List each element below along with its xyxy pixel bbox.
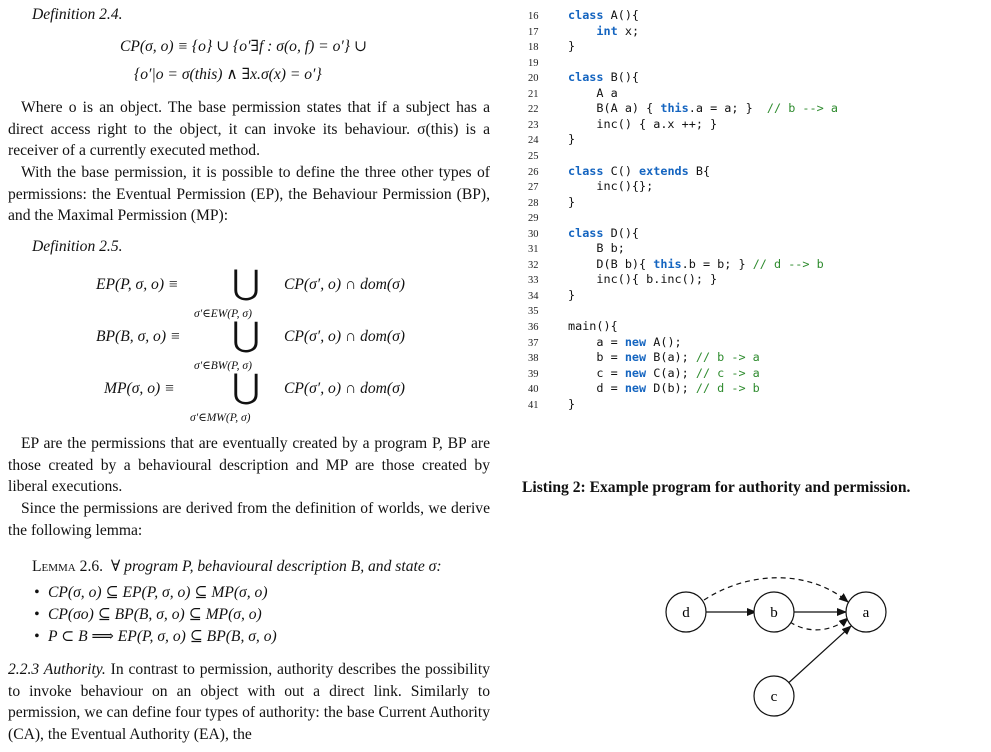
code-line: 27 inc(){}; bbox=[528, 179, 654, 194]
code-line: 18} bbox=[528, 39, 576, 54]
line-number: 41 bbox=[528, 399, 539, 411]
line-number: 23 bbox=[528, 119, 539, 131]
code-line: 32 D(B b){ this.b = b; } // d --> b bbox=[528, 256, 824, 271]
line-number: 22 bbox=[528, 104, 539, 116]
code-line: 21 A a bbox=[528, 85, 618, 100]
code-line: 40 d = new D(b); // d -> b bbox=[528, 381, 760, 396]
svg-text:a: a bbox=[863, 605, 870, 621]
node-b: b bbox=[753, 591, 795, 633]
code-line: 28} bbox=[528, 194, 576, 209]
paragraph-permission-types: With the base permission, it is possible… bbox=[8, 164, 490, 224]
code-line: 29 bbox=[528, 210, 568, 225]
code-line: 17 int x; bbox=[528, 23, 640, 38]
code-line: 25 bbox=[528, 148, 568, 163]
line-number: 18 bbox=[528, 42, 539, 54]
svg-text:c: c bbox=[771, 689, 778, 705]
line-number: 28 bbox=[528, 197, 539, 209]
lemma-2-6: Lemma 2.6. ∀ program P, behavioural desc… bbox=[32, 558, 442, 575]
equation-cp-line1: CP(σ, o) ≡ {o} ∪ {o′∃f : σ(o, f) = o′} ∪ bbox=[120, 38, 368, 55]
code-line: 31 B b; bbox=[528, 241, 625, 256]
line-number: 29 bbox=[528, 213, 539, 225]
listing-caption: Listing 2: Example program for authority… bbox=[522, 479, 911, 496]
line-number: 40 bbox=[528, 384, 539, 396]
definition-2-4-label: Definition 2.4. bbox=[32, 6, 123, 23]
line-number: 31 bbox=[528, 244, 539, 256]
svg-text:d: d bbox=[682, 605, 690, 621]
edge-d-a-dashed bbox=[703, 577, 849, 603]
paragraph-authority: 2.2.3 Authority. In contrast to permissi… bbox=[8, 661, 490, 743]
code-line: 24} bbox=[528, 132, 576, 147]
line-number: 33 bbox=[528, 275, 539, 287]
node-c: c bbox=[753, 675, 795, 717]
line-number: 34 bbox=[528, 290, 539, 302]
line-number: 25 bbox=[528, 150, 539, 162]
paragraph-lemma-intro: Since the permissions are derived from t… bbox=[8, 500, 490, 539]
line-number: 30 bbox=[528, 228, 539, 240]
line-number: 36 bbox=[528, 322, 539, 333]
line-number: 26 bbox=[528, 166, 539, 178]
code-line: 33 inc(){ b.inc(); } bbox=[528, 272, 718, 287]
lemma-bullet-2: •CP(σo) ⊆ BP(B, σ, o) ⊆ MP(σ, o) bbox=[34, 606, 262, 623]
code-line: 39 c = new C(a); // c -> a bbox=[528, 365, 760, 380]
line-number: 27 bbox=[528, 182, 539, 194]
section-2-2-3-heading: 2.2.3 Authority. bbox=[8, 661, 106, 678]
code-line: 41} bbox=[528, 396, 576, 411]
node-d: d bbox=[665, 591, 707, 633]
line-number: 37 bbox=[528, 337, 539, 349]
definition-2-5-label: Definition 2.5. bbox=[32, 238, 123, 255]
line-number: 38 bbox=[528, 353, 539, 365]
code-line: 34} bbox=[528, 287, 576, 302]
code-line: 23 inc() { a.x ++; } bbox=[528, 116, 718, 131]
paragraph-base-permission: Where o is an object. The base permissio… bbox=[8, 99, 490, 159]
line-number: 21 bbox=[528, 88, 539, 100]
code-line: 37 a = new A(); bbox=[528, 334, 682, 349]
lemma-bullet-1: •CP(σ, o) ⊆ EP(P, σ, o) ⊆ MP(σ, o) bbox=[34, 584, 268, 601]
equation-cp-line2: {o′|o = σ(this) ∧ ∃x.σ(x) = o′} bbox=[134, 66, 322, 83]
line-number: 32 bbox=[528, 259, 539, 271]
line-number: 24 bbox=[528, 135, 539, 147]
code-line: 22 B(A a) { this.a = a; } // b --> a bbox=[528, 101, 838, 116]
object-graph-diagram: d b a c bbox=[665, 577, 887, 717]
line-number: 20 bbox=[528, 73, 539, 85]
edge-c-a bbox=[783, 625, 852, 688]
line-number: 39 bbox=[528, 368, 539, 380]
svg-text:b: b bbox=[770, 605, 778, 621]
edge-b-a-dashed bbox=[789, 617, 849, 631]
line-number: 35 bbox=[528, 306, 539, 318]
paragraph-ep-bp-mp: EP are the permissions that are eventual… bbox=[8, 435, 490, 495]
line-number: 19 bbox=[528, 57, 539, 69]
code-line: 38 b = new B(a); // b -> a bbox=[528, 350, 760, 365]
line-number: 17 bbox=[528, 26, 539, 38]
lemma-bullet-3: •P ⊂ B ⟹ EP(P, σ, o) ⊆ BP(B, σ, o) bbox=[34, 628, 277, 645]
code-line: 35 bbox=[528, 303, 568, 318]
code-line: 19 bbox=[528, 55, 568, 70]
node-a: a bbox=[845, 591, 887, 633]
line-number: 16 bbox=[528, 11, 539, 22]
